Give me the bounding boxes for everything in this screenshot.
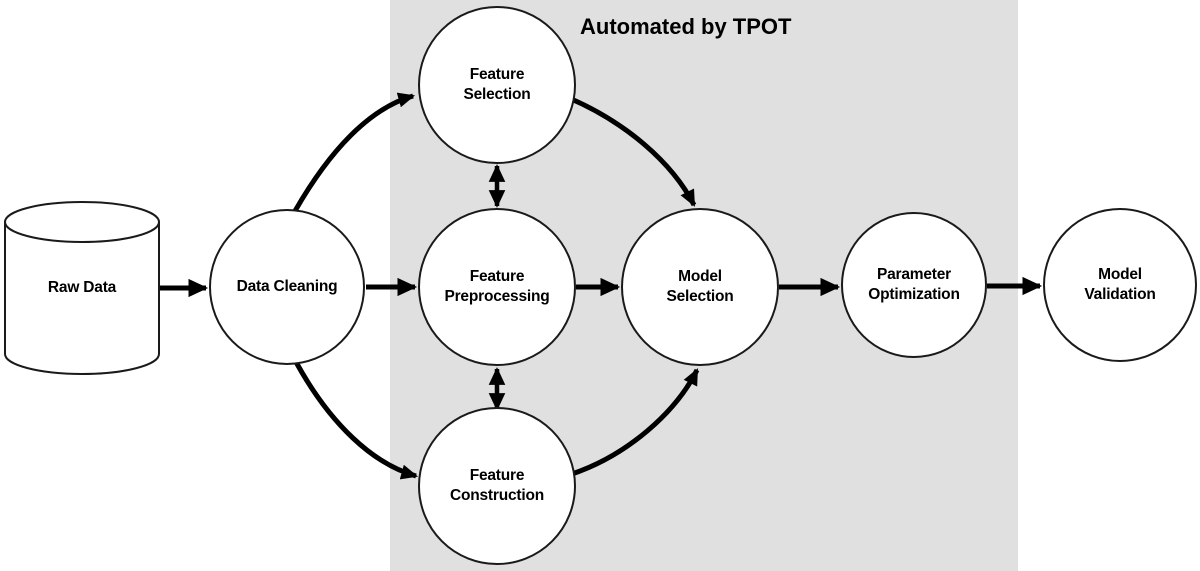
node-feature-construction[interactable] — [418, 407, 576, 565]
node-parameter-optimization[interactable] — [841, 212, 987, 358]
edge-data-cleaning-to-feature-construction — [293, 360, 419, 480]
edge-feature-selection-to-model-selection — [568, 95, 697, 207]
node-feature-preprocessing[interactable] — [418, 208, 576, 366]
node-model-validation[interactable] — [1043, 208, 1197, 362]
panel-title: Automated by TPOT — [580, 14, 792, 39]
node-model-selection[interactable] — [621, 208, 779, 366]
node-feature-selection[interactable] — [418, 6, 576, 164]
edge-data-cleaning-to-feature-selection — [292, 92, 416, 213]
edge-feature-construction-to-model-selection — [571, 368, 700, 477]
node-raw-data[interactable] — [4, 201, 160, 375]
node-data-cleaning[interactable] — [209, 209, 365, 365]
